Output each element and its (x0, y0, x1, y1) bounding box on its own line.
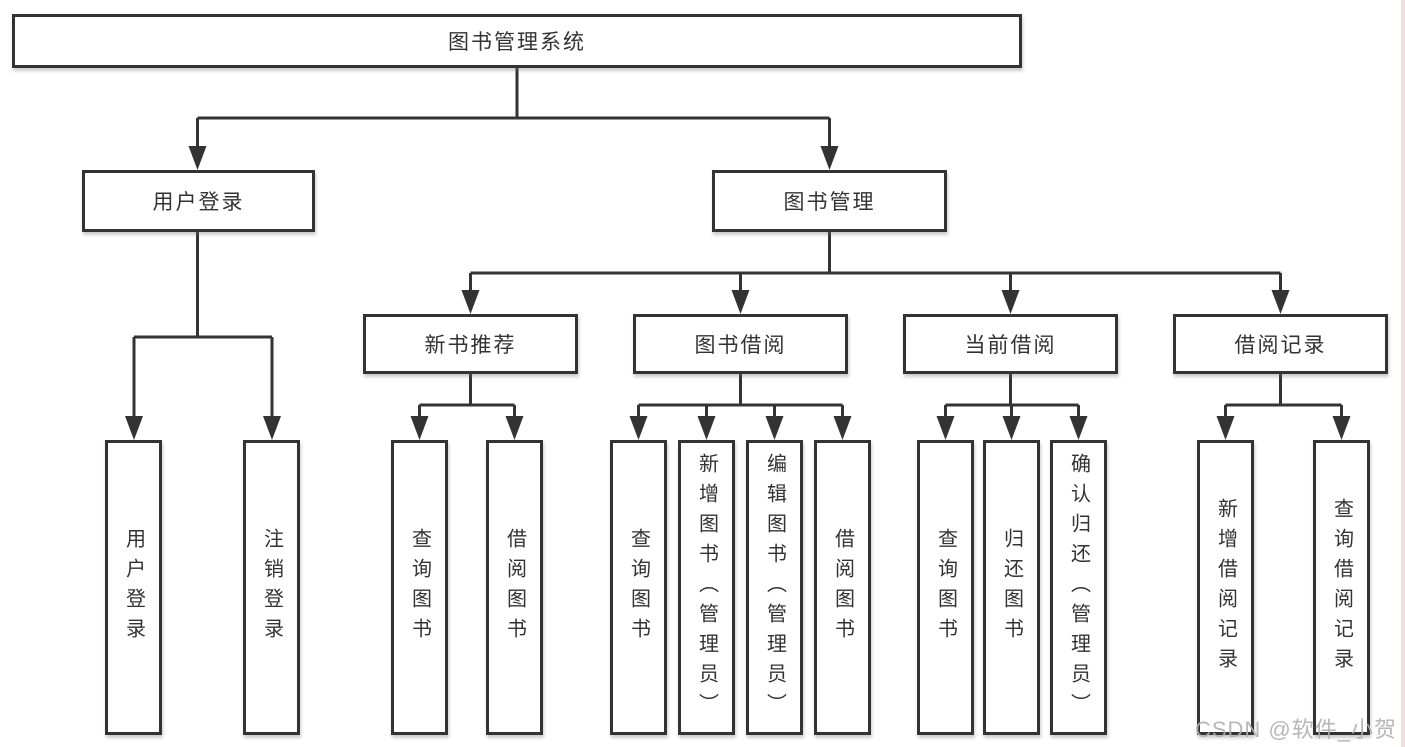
node-label: 图书借阅 (694, 334, 787, 357)
leaf-rec-add-record: 新增借阅记录 (1197, 440, 1254, 735)
node-label: 查询图书 (934, 527, 957, 648)
node-label: 当前借阅 (964, 334, 1057, 357)
node-label: 查询借阅记录 (1330, 497, 1353, 678)
connector-root-to-level2 (188, 68, 839, 170)
node-label: 用户登录 (122, 527, 145, 648)
connector-current-borrow-to-leaves (936, 374, 1088, 440)
leaf-logout: 注销登录 (243, 440, 300, 735)
right-edge-tint (1401, 0, 1405, 747)
node-label: 确认归还（管理员） (1067, 452, 1090, 723)
node-book-borrow: 图书借阅 (633, 314, 848, 374)
leaf-cb-query-books: 查询图书 (917, 440, 974, 735)
node-borrow-records: 借阅记录 (1173, 314, 1388, 374)
connector-borrow-records-to-leaves (1216, 374, 1351, 440)
leaf-user-login: 用户登录 (105, 440, 162, 735)
node-label: 新增借阅记录 (1214, 497, 1237, 678)
node-label: 图书管理系统 (448, 31, 586, 54)
node-label: 图书管理 (783, 191, 876, 214)
leaf-nb-borrow-books: 借阅图书 (486, 440, 543, 735)
leaf-nb-query-books: 查询图书 (391, 440, 448, 735)
connector-book-borrow-to-leaves (629, 374, 852, 440)
leaf-bb-query-books: 查询图书 (610, 440, 667, 735)
leaf-cb-confirm-return-admin: 确认归还（管理员） (1050, 440, 1107, 735)
leaf-bb-edit-books-admin: 编辑图书（管理员） (746, 440, 803, 735)
connector-user-login-to-leaves (125, 232, 281, 440)
node-label: 借阅图书 (503, 527, 526, 648)
node-current-borrow: 当前借阅 (903, 314, 1118, 374)
leaf-bb-add-books-admin: 新增图书（管理员） (678, 440, 735, 735)
node-label: 查询图书 (627, 527, 650, 648)
leaf-rec-query-record: 查询借阅记录 (1313, 440, 1370, 735)
node-label: 借阅记录 (1234, 334, 1327, 357)
connector-book-mgmt-to-level3 (461, 232, 1290, 314)
node-label: 查询图书 (408, 527, 431, 648)
leaf-bb-borrow-books: 借阅图书 (814, 440, 871, 735)
node-book-management: 图书管理 (712, 170, 947, 232)
connector-new-book-to-leaves (410, 374, 524, 440)
node-new-book-recommend: 新书推荐 (363, 314, 578, 374)
node-label: 借阅图书 (831, 527, 854, 648)
node-label: 编辑图书（管理员） (763, 452, 786, 723)
node-user-login: 用户登录 (82, 170, 315, 232)
node-label: 注销登录 (260, 527, 283, 648)
node-label: 归还图书 (1000, 527, 1023, 648)
node-label: 新书推荐 (424, 334, 517, 357)
node-label: 新增图书（管理员） (695, 452, 718, 723)
node-label: 用户登录 (152, 191, 245, 214)
root-node: 图书管理系统 (12, 14, 1022, 68)
leaf-cb-return-books: 归还图书 (983, 440, 1040, 735)
